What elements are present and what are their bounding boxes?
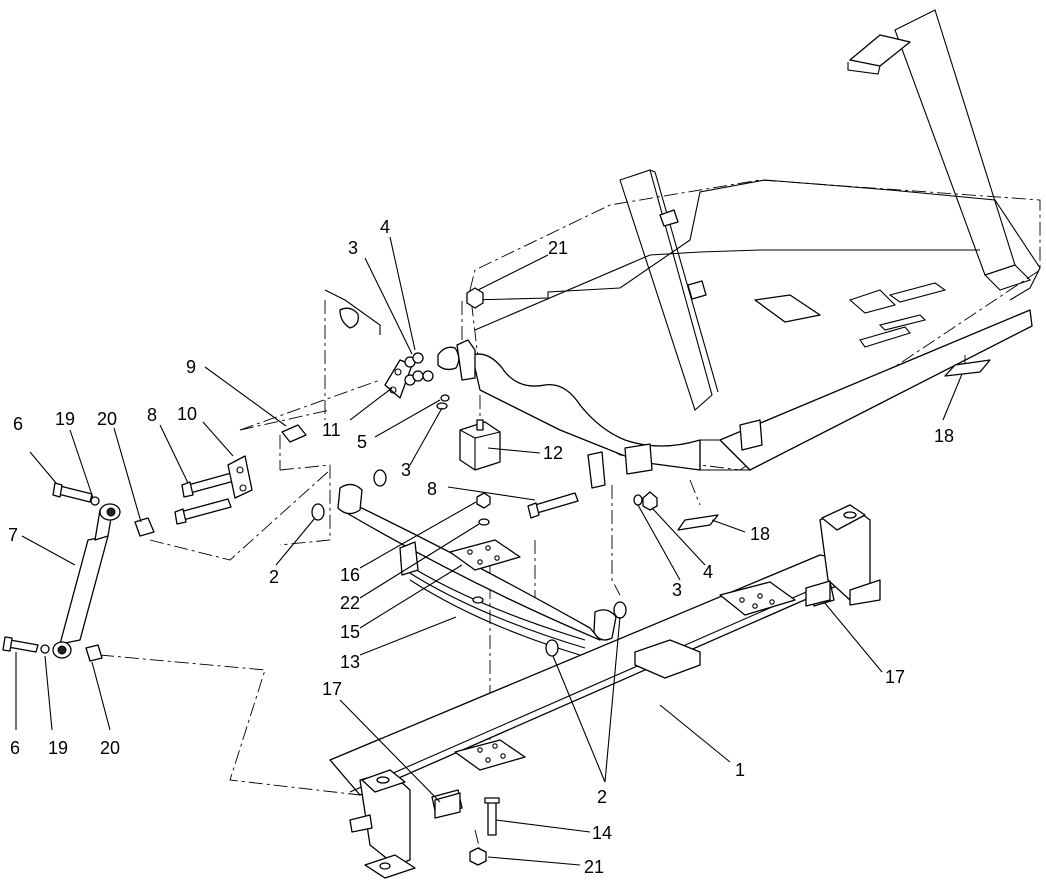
callout-8: 8 [427,479,437,499]
front-axle [329,504,881,879]
callout-5: 5 [357,432,367,452]
callout-17: 17 [322,679,342,699]
callout-21: 21 [548,238,568,258]
callout-15: 15 [340,622,360,642]
callout-2: 2 [597,787,607,807]
callout-3: 3 [672,580,682,600]
callout-19: 19 [55,409,75,429]
callout-9: 9 [186,357,196,377]
callout-18: 18 [934,426,954,446]
callout-8: 8 [147,405,157,425]
callout-21: 21 [584,857,604,877]
leaf-spring [337,483,617,656]
callout-14: 14 [592,823,612,843]
callout-3: 3 [348,238,358,258]
callout-6: 6 [13,414,23,434]
callout-18: 18 [750,524,770,544]
callout-11: 11 [322,420,341,440]
main-frame [324,9,1041,489]
callout-numbers: 1 2 2 3 3 3 4 4 5 6 6 7 8 8 9 10 11 12 1… [8,217,954,877]
callout-19: 19 [48,738,68,758]
callout-12: 12 [543,443,563,463]
callout-13: 13 [340,652,360,672]
hardware [174,287,991,866]
callout-2: 2 [269,567,279,587]
callout-4: 4 [380,217,390,237]
callout-4: 4 [703,562,713,582]
callout-3: 3 [401,460,411,480]
callout-16: 16 [340,565,360,585]
callout-20: 20 [100,738,120,758]
callout-17: 17 [885,667,905,687]
callout-10: 10 [177,404,197,424]
callout-7: 7 [8,525,18,545]
callout-20: 20 [97,409,117,429]
leader-lines [15,236,963,866]
callout-22: 22 [340,593,360,613]
callout-1: 1 [735,760,745,780]
callout-6: 6 [10,738,20,758]
shock-absorber [2,482,155,662]
